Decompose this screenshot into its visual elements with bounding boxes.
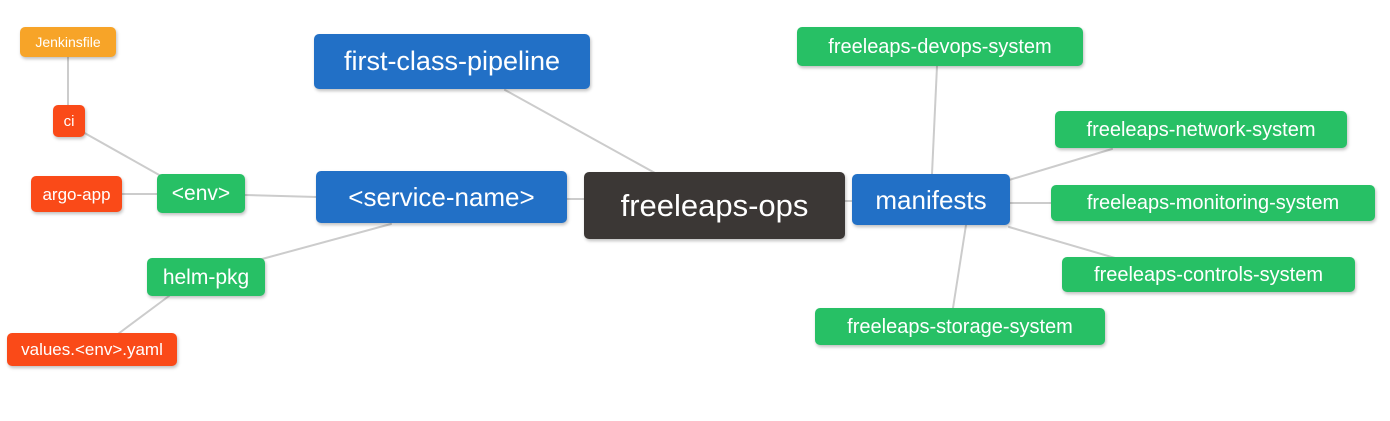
node-freeleaps-ops[interactable]: freeleaps-ops <box>584 172 845 239</box>
node-first-class-pipeline[interactable]: first-class-pipeline <box>314 34 590 89</box>
edge-manifests-controls <box>1008 226 1116 259</box>
edge-manifests-storage <box>952 224 967 309</box>
node-monitoring-system[interactable]: freeleaps-monitoring-system <box>1051 185 1375 221</box>
node-manifests[interactable]: manifests <box>852 174 1010 225</box>
edge-env-servicename <box>244 194 318 198</box>
edge-ci-env <box>80 130 162 177</box>
node-helm-pkg[interactable]: helm-pkg <box>147 258 265 296</box>
node-network-system[interactable]: freeleaps-network-system <box>1055 111 1347 148</box>
node-storage-system[interactable]: freeleaps-storage-system <box>815 308 1105 345</box>
node-env[interactable]: <env> <box>157 174 245 213</box>
edge-pipeline-freeleapsops <box>504 89 656 174</box>
node-values-env-yaml[interactable]: values.<env>.yaml <box>7 333 177 366</box>
node-argo-app[interactable]: argo-app <box>31 176 122 212</box>
node-jenkinsfile[interactable]: Jenkinsfile <box>20 27 116 57</box>
node-controls-system[interactable]: freeleaps-controls-system <box>1062 257 1355 292</box>
edge-manifests-devops <box>931 65 938 175</box>
node-devops-system[interactable]: freeleaps-devops-system <box>797 27 1083 66</box>
edge-helmpkg-servicename <box>261 223 392 260</box>
node-service-name[interactable]: <service-name> <box>316 171 567 223</box>
edge-manifests-network <box>1008 148 1113 181</box>
node-ci[interactable]: ci <box>53 105 85 137</box>
edge-values-helmpkg <box>117 295 170 335</box>
